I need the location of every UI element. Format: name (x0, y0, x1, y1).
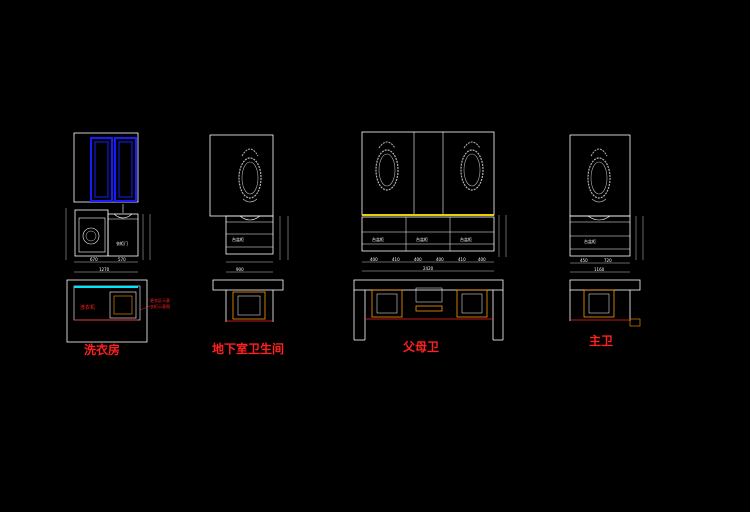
svg-text:台盆柜: 台盆柜 (460, 236, 472, 242)
svg-text:洗衣机: 洗衣机 (80, 304, 95, 311)
svg-text:570: 570 (118, 257, 126, 262)
laundry-plan: 洗衣机 更衣区示意 衣柜示意图 (66, 279, 170, 343)
basement-bath-plan (212, 279, 284, 322)
svg-text:台盆柜: 台盆柜 (416, 236, 428, 242)
svg-text:400: 400 (478, 257, 486, 262)
title-laundry: 洗衣房 (84, 342, 120, 357)
svg-text:900: 900 (236, 267, 244, 272)
svg-text:更衣区示意: 更衣区示意 (150, 297, 170, 303)
parents-bath-plan (353, 279, 504, 341)
svg-text:400: 400 (414, 257, 422, 262)
svg-text:450: 450 (580, 258, 588, 263)
svg-text:410: 410 (458, 257, 466, 262)
svg-text:衣柜门: 衣柜门 (116, 240, 128, 246)
svg-text:衣柜示意图: 衣柜示意图 (150, 303, 170, 309)
svg-text:台盆柜: 台盆柜 (584, 238, 596, 244)
svg-text:2420: 2420 (423, 266, 434, 271)
basement-bath-elevation: 台盆柜 900 (209, 134, 289, 273)
svg-text:400: 400 (370, 257, 378, 262)
master-bath-plan (569, 279, 641, 327)
svg-text:台盆柜: 台盆柜 (232, 236, 244, 242)
svg-text:720: 720 (604, 258, 612, 263)
svg-text:400: 400 (436, 257, 444, 262)
parents-bath-elevation: 台盆柜 台盆柜 台盆柜 400 410 400 400 410 400 2420 (361, 131, 507, 272)
svg-text:1270: 1270 (99, 267, 110, 272)
laundry-elevation: 衣柜门 670 570 1270 (65, 132, 151, 273)
title-parents-bath: 父母卫 (402, 340, 439, 354)
master-bath-elevation: 台盆柜 450 720 1160 (569, 134, 644, 273)
title-basement-bath: 地下室卫生间 (212, 341, 284, 356)
title-master-bath: 主卫 (589, 333, 613, 348)
svg-text:670: 670 (90, 257, 98, 262)
svg-text:1160: 1160 (594, 267, 605, 272)
svg-text:410: 410 (392, 257, 400, 262)
svg-text:台盆柜: 台盆柜 (372, 236, 384, 242)
